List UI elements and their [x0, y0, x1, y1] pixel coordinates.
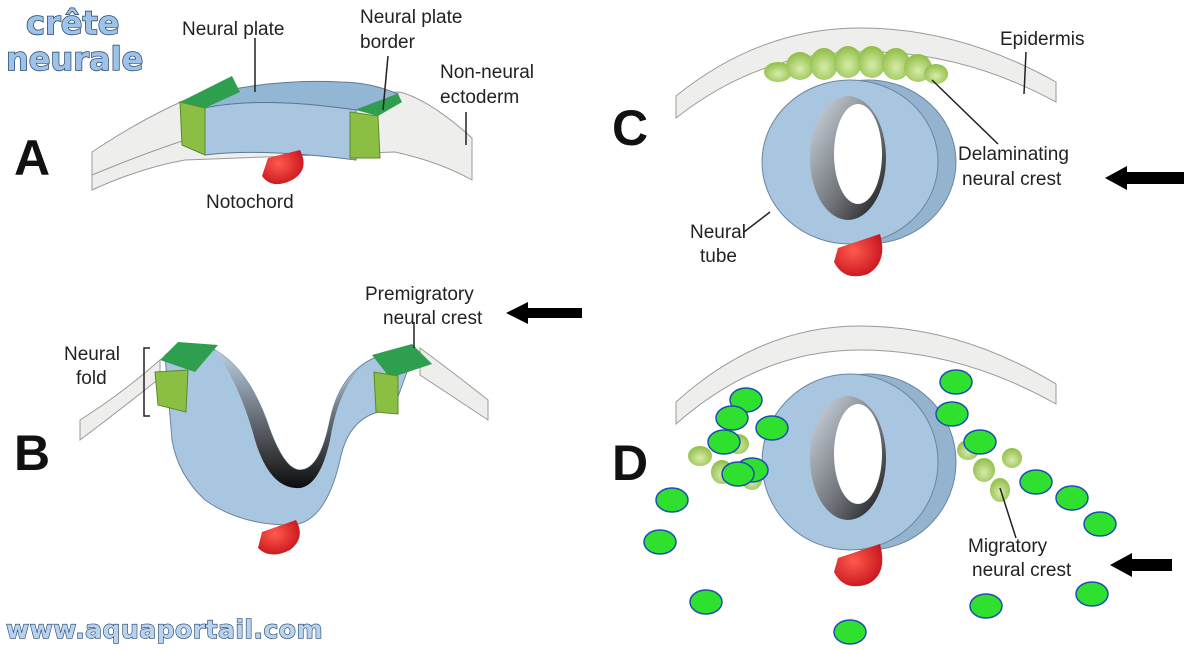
notochord-c: [834, 234, 883, 277]
ectoderm-sheet-b-right: [419, 347, 489, 421]
panel-c: C Epidermis Delaminating neural crest Ne…: [612, 27, 1184, 277]
brand-title-line1: crête: [26, 4, 119, 42]
notochord-d: [834, 544, 883, 587]
brand-title-line2: neurale: [6, 40, 143, 78]
neural-fold-left-light: [154, 369, 189, 413]
label-premigratory-line2: neural crest: [383, 308, 483, 329]
website-watermark: www.aquaportail.com: [6, 615, 323, 644]
premigratory-crest-right: [372, 344, 432, 378]
neural-fold-right-light: [373, 371, 399, 415]
neural-plate-border-left-front: [179, 101, 206, 156]
label-neural-plate-border-line1: Neural plate: [360, 7, 462, 28]
neural-plate-front: [204, 101, 357, 161]
panel-letter-c: C: [612, 100, 648, 156]
label-neural-fold-line1: Neural: [64, 344, 120, 365]
label-notochord: Notochord: [206, 192, 294, 213]
arrow-delaminating: [1105, 166, 1184, 190]
label-epidermis: Epidermis: [1000, 29, 1084, 50]
neural-groove-inner: [215, 350, 370, 489]
label-non-neural-line2: ectoderm: [440, 87, 519, 108]
brand-logo: crête neurale: [5, 3, 144, 78]
panel-a: A Neural plate Neural plate border Non-n…: [14, 7, 534, 213]
label-delaminating-line2: neural crest: [962, 169, 1062, 190]
label-neural-tube-line1: Neural: [690, 222, 746, 243]
label-neural-fold-line2: fold: [76, 368, 107, 389]
panel-b: B Neural fold Premigratory neural crest: [14, 284, 582, 555]
label-premigratory-line1: Premigratory: [365, 284, 474, 305]
arrow-migratory: [1110, 553, 1172, 577]
epidermis-d: [675, 325, 1057, 426]
neural-plate-border-right-front: [349, 111, 381, 159]
label-non-neural-line1: Non-neural: [440, 62, 534, 83]
label-neural-plate: Neural plate: [182, 19, 284, 40]
arrow-premigratory: [506, 302, 582, 324]
notochord-b: [258, 520, 300, 555]
premigratory-crest-left: [160, 342, 218, 372]
panel-letter-b: B: [14, 425, 50, 481]
panel-d: D Migratory neural crest: [612, 325, 1172, 645]
label-neural-plate-border-line2: border: [360, 32, 416, 53]
neural-plate-border-left-top: [180, 76, 240, 108]
panel-letter-d: D: [612, 435, 648, 491]
notochord-a: [262, 150, 304, 185]
label-migratory-line2: neural crest: [972, 560, 1072, 581]
migratory-cells: [643, 369, 1117, 645]
label-migratory-line1: Migratory: [968, 536, 1048, 557]
delaminating-cells: [764, 46, 948, 84]
label-delaminating-line1: Delaminating: [958, 144, 1069, 165]
neural-plate-border-right-top: [356, 94, 402, 116]
label-neural-tube-line2: tube: [700, 246, 737, 267]
panel-letter-a: A: [14, 130, 50, 186]
